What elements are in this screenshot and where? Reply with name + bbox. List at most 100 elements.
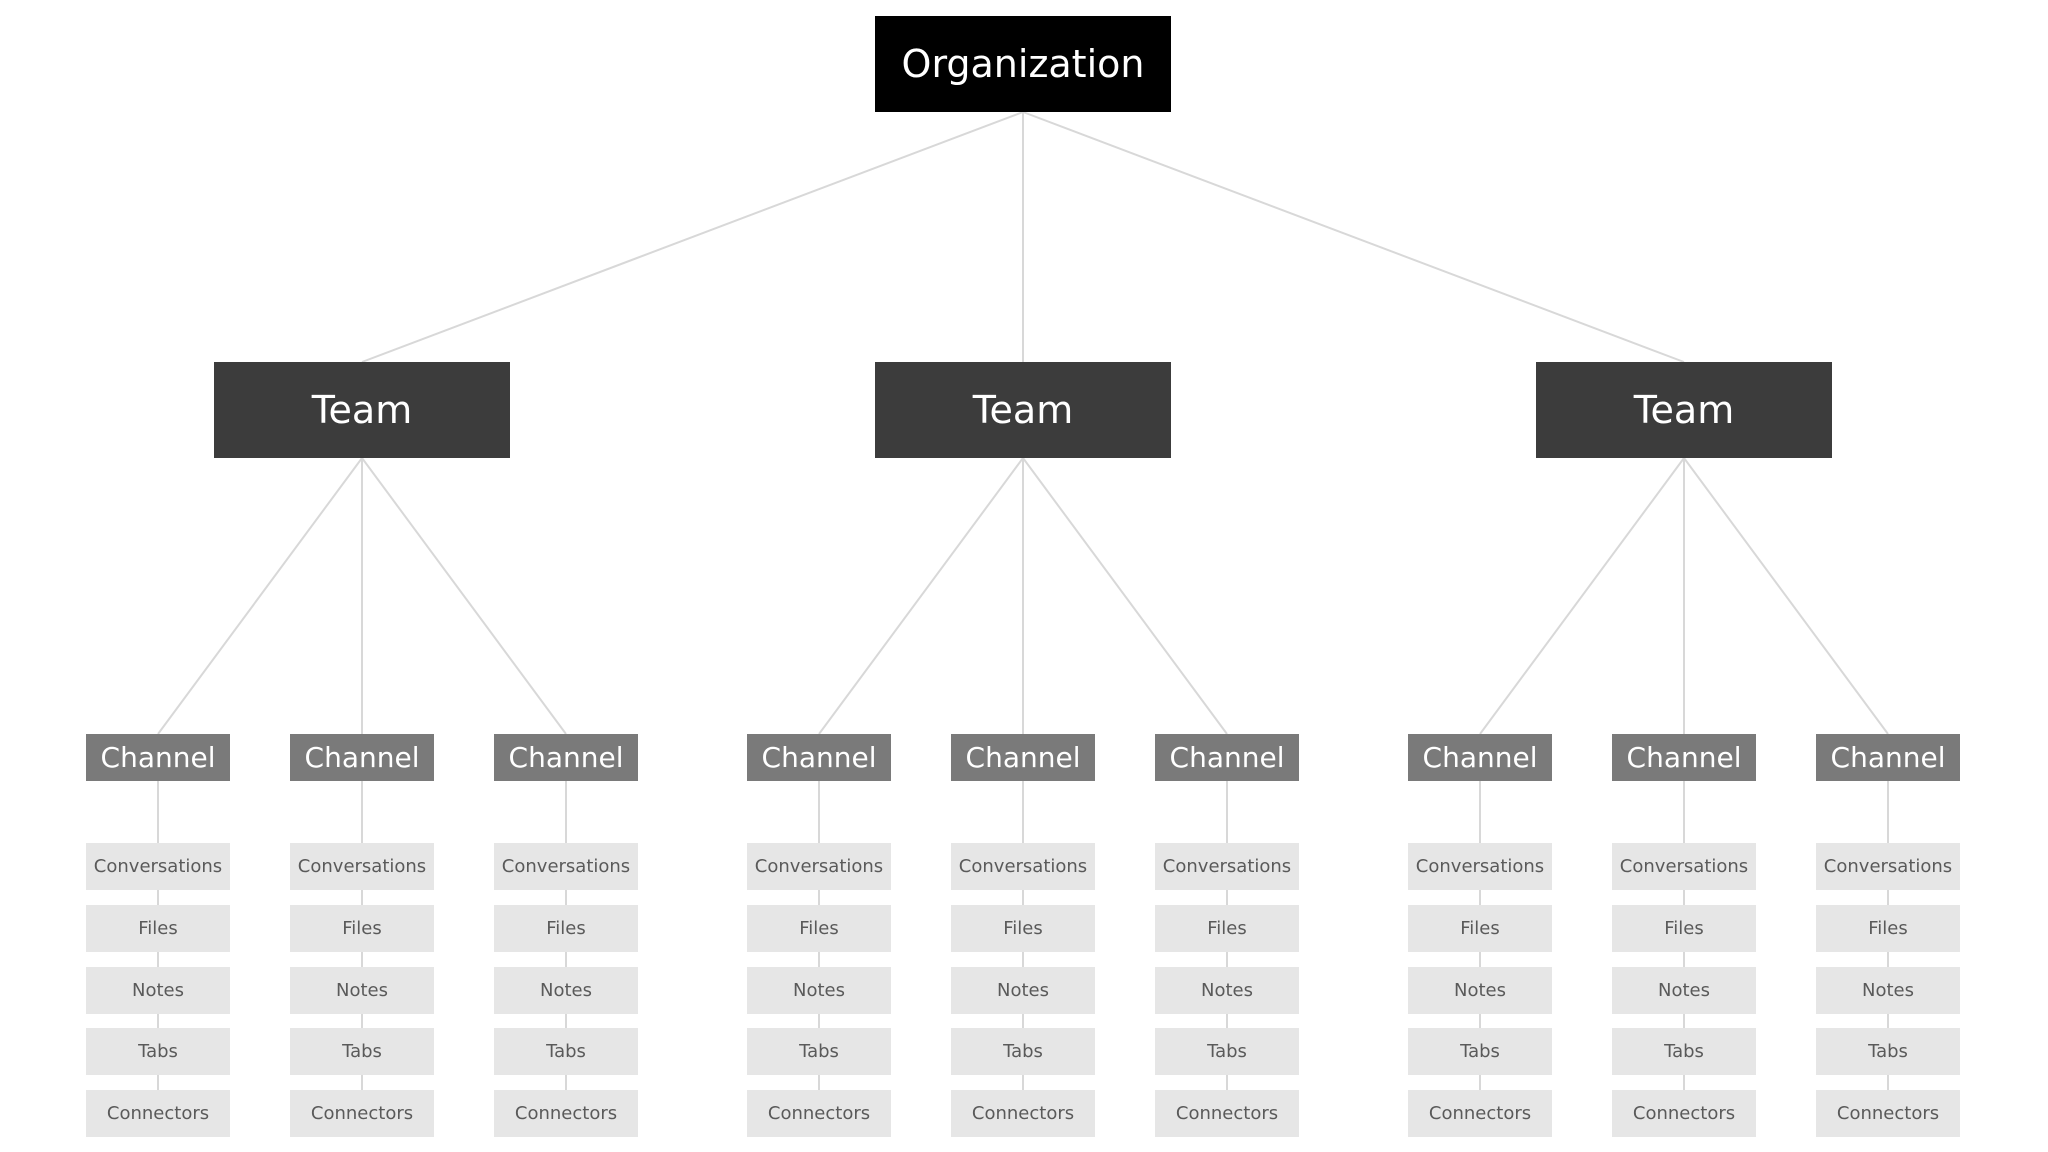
channel-box — [1408, 734, 1552, 781]
channel-node: Channel — [1408, 734, 1552, 781]
channel-label: Channel — [966, 741, 1081, 774]
channel-item-box — [86, 967, 230, 1014]
channel-box — [494, 734, 638, 781]
diagram-nodes: OrganizationTeamChannelConversationsFile… — [86, 16, 1960, 1137]
channel-item-label: Tabs — [137, 1041, 178, 1062]
channel-item-label: Connectors — [768, 1103, 870, 1124]
channel-item-label: Conversations — [1416, 856, 1544, 877]
channel-item-files: Files — [1155, 905, 1299, 952]
channel-item-connectors: Connectors — [1816, 1090, 1960, 1137]
team-box — [875, 362, 1171, 458]
channel-item-conversations: Conversations — [494, 843, 638, 890]
channel-item-box — [86, 843, 230, 890]
channel-item-box — [86, 905, 230, 952]
channel-item-box — [1408, 967, 1552, 1014]
channel-label: Channel — [762, 741, 877, 774]
channel-item-label: Connectors — [1176, 1103, 1278, 1124]
channel-item-box — [1155, 843, 1299, 890]
channel-item-label: Notes — [997, 980, 1049, 1001]
channel-item-label: Files — [546, 918, 586, 939]
channel-label: Channel — [101, 741, 216, 774]
channel-item-connectors: Connectors — [1155, 1090, 1299, 1137]
channel-item-box — [1155, 967, 1299, 1014]
channel-item-label: Files — [138, 918, 178, 939]
channel-node: Channel — [1612, 734, 1756, 781]
channel-item-label: Connectors — [1633, 1103, 1735, 1124]
channel-item-box — [290, 967, 434, 1014]
channel-item-notes: Notes — [747, 967, 891, 1014]
channel-item-conversations: Conversations — [1816, 843, 1960, 890]
channel-item-tabs: Tabs — [494, 1028, 638, 1075]
channel-item-box — [1408, 905, 1552, 952]
channel-item-files: Files — [951, 905, 1095, 952]
channel-item-label: Files — [1664, 918, 1704, 939]
channel-item-label: Connectors — [1837, 1103, 1939, 1124]
channel-item-tabs: Tabs — [1816, 1028, 1960, 1075]
channel-item-box — [1612, 1090, 1756, 1137]
channel-item-notes: Notes — [494, 967, 638, 1014]
channel-item-box — [290, 1028, 434, 1075]
channel-item-tabs: Tabs — [951, 1028, 1095, 1075]
channel-item-box — [747, 967, 891, 1014]
channel-item-notes: Notes — [86, 967, 230, 1014]
channel-item-label: Tabs — [1867, 1041, 1908, 1062]
channel-item-box — [1612, 967, 1756, 1014]
channel-item-files: Files — [747, 905, 891, 952]
channel-item-box — [747, 843, 891, 890]
channel-item-tabs: Tabs — [1612, 1028, 1756, 1075]
channel-item-box — [951, 1090, 1095, 1137]
channel-node: Channel — [494, 734, 638, 781]
team-label: Team — [1633, 388, 1734, 432]
channel-item-label: Connectors — [107, 1103, 209, 1124]
channel-item-label: Conversations — [94, 856, 222, 877]
channel-item-notes: Notes — [1408, 967, 1552, 1014]
channel-item-label: Tabs — [798, 1041, 839, 1062]
channel-item-box — [1816, 1028, 1960, 1075]
channel-label: Channel — [509, 741, 624, 774]
channel-item-label: Conversations — [298, 856, 426, 877]
channel-item-box — [1816, 905, 1960, 952]
channel-box — [290, 734, 434, 781]
channel-item-label: Files — [1207, 918, 1247, 939]
channel-item-label: Tabs — [1663, 1041, 1704, 1062]
channel-node: Channel — [290, 734, 434, 781]
channel-label: Channel — [305, 741, 420, 774]
channel-item-conversations: Conversations — [747, 843, 891, 890]
channel-item-box — [951, 1028, 1095, 1075]
channel-item-box — [290, 843, 434, 890]
channel-item-box — [951, 967, 1095, 1014]
channel-item-box — [494, 1028, 638, 1075]
channel-item-label: Conversations — [502, 856, 630, 877]
team-node: Team — [875, 362, 1171, 458]
team-label: Team — [972, 388, 1073, 432]
channel-item-connectors: Connectors — [951, 1090, 1095, 1137]
channel-item-label: Tabs — [1206, 1041, 1247, 1062]
channel-item-files: Files — [494, 905, 638, 952]
channel-item-label: Notes — [1658, 980, 1710, 1001]
channel-item-conversations: Conversations — [1155, 843, 1299, 890]
channel-item-label: Connectors — [311, 1103, 413, 1124]
channel-item-box — [1155, 1090, 1299, 1137]
channel-box — [1816, 734, 1960, 781]
channel-item-label: Conversations — [1824, 856, 1952, 877]
org-to-team-line — [1022, 111, 1685, 363]
channel-item-label: Notes — [1862, 980, 1914, 1001]
channel-item-notes: Notes — [951, 967, 1095, 1014]
organization-node: Organization — [875, 16, 1171, 112]
channel-box — [1612, 734, 1756, 781]
channel-item-conversations: Conversations — [86, 843, 230, 890]
channel-item-label: Connectors — [515, 1103, 617, 1124]
channel-item-box — [290, 905, 434, 952]
channel-item-box — [1612, 843, 1756, 890]
channel-item-label: Conversations — [959, 856, 1087, 877]
channel-item-files: Files — [1408, 905, 1552, 952]
channel-item-connectors: Connectors — [290, 1090, 434, 1137]
channel-item-label: Conversations — [755, 856, 883, 877]
channel-item-box — [1816, 1090, 1960, 1137]
channel-item-notes: Notes — [1612, 967, 1756, 1014]
channel-item-box — [86, 1090, 230, 1137]
team-label: Team — [311, 388, 412, 432]
channel-item-tabs: Tabs — [1408, 1028, 1552, 1075]
channel-item-label: Notes — [793, 980, 845, 1001]
channel-node: Channel — [951, 734, 1095, 781]
